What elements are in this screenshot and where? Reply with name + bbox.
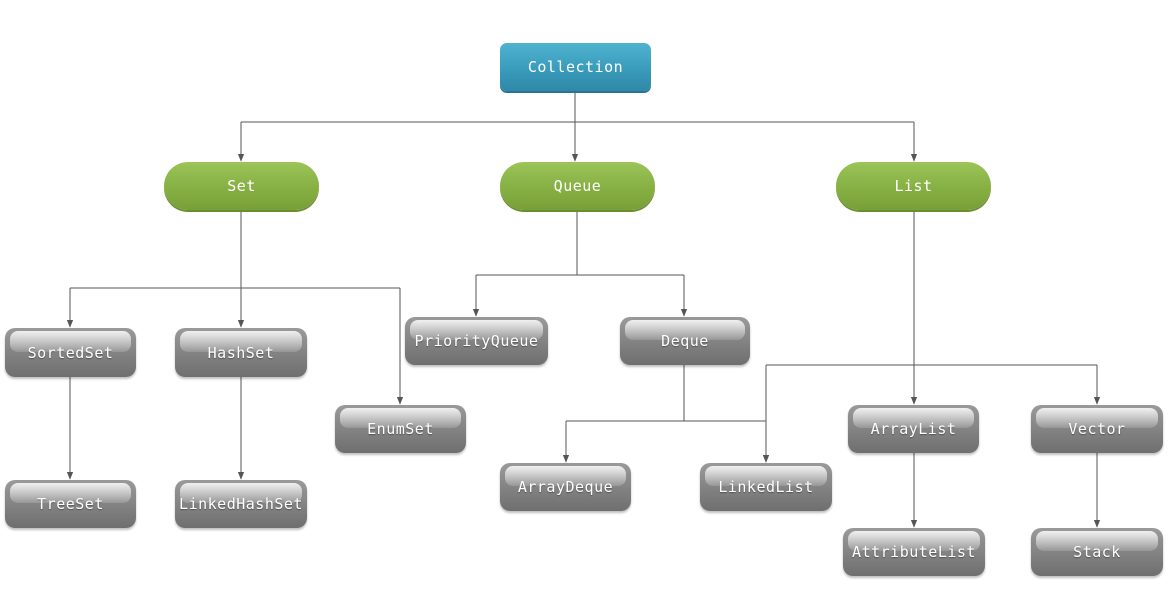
node-label: ArrayList xyxy=(870,420,957,438)
node-label: LinkedList xyxy=(718,478,814,496)
node-label: List xyxy=(894,177,933,195)
node-sortedset: SortedSet xyxy=(5,328,136,377)
node-stack: Stack xyxy=(1031,528,1163,576)
node-set: Set xyxy=(164,162,319,210)
node-deque: Deque xyxy=(620,317,750,365)
node-arraylist: ArrayList xyxy=(848,405,979,453)
node-attributelist: AttributeList xyxy=(843,528,985,576)
node-list: List xyxy=(836,162,991,210)
node-hashset: HashSet xyxy=(175,328,307,377)
node-label: Stack xyxy=(1073,543,1121,561)
node-label: SortedSet xyxy=(27,343,114,362)
node-label: HashSet xyxy=(207,343,275,362)
node-treeset: TreeSet xyxy=(5,480,136,528)
node-linkedhashset: LinkedHashSet xyxy=(175,480,307,528)
node-queue: Queue xyxy=(500,162,655,210)
node-label: TreeSet xyxy=(37,495,104,513)
node-label: Set xyxy=(227,177,256,195)
node-label: AttributeList xyxy=(852,543,976,561)
node-label: LinkedHashSet xyxy=(179,495,303,513)
node-enumset: EnumSet xyxy=(335,405,466,453)
node-vector: Vector xyxy=(1031,405,1163,453)
node-label: Collection xyxy=(527,58,624,76)
node-label: Deque xyxy=(661,332,709,350)
node-label: Vector xyxy=(1068,420,1126,438)
node-collection: Collection xyxy=(500,43,651,91)
node-label: EnumSet xyxy=(367,420,434,438)
node-arraydeque: ArrayDeque xyxy=(500,463,631,511)
node-priorityqueue: PriorityQueue xyxy=(405,317,548,365)
node-label: ArrayDeque xyxy=(517,478,614,496)
node-linkedlist: LinkedList xyxy=(700,463,832,511)
node-label: PriorityQueue xyxy=(414,332,539,350)
node-label: Queue xyxy=(553,177,602,195)
